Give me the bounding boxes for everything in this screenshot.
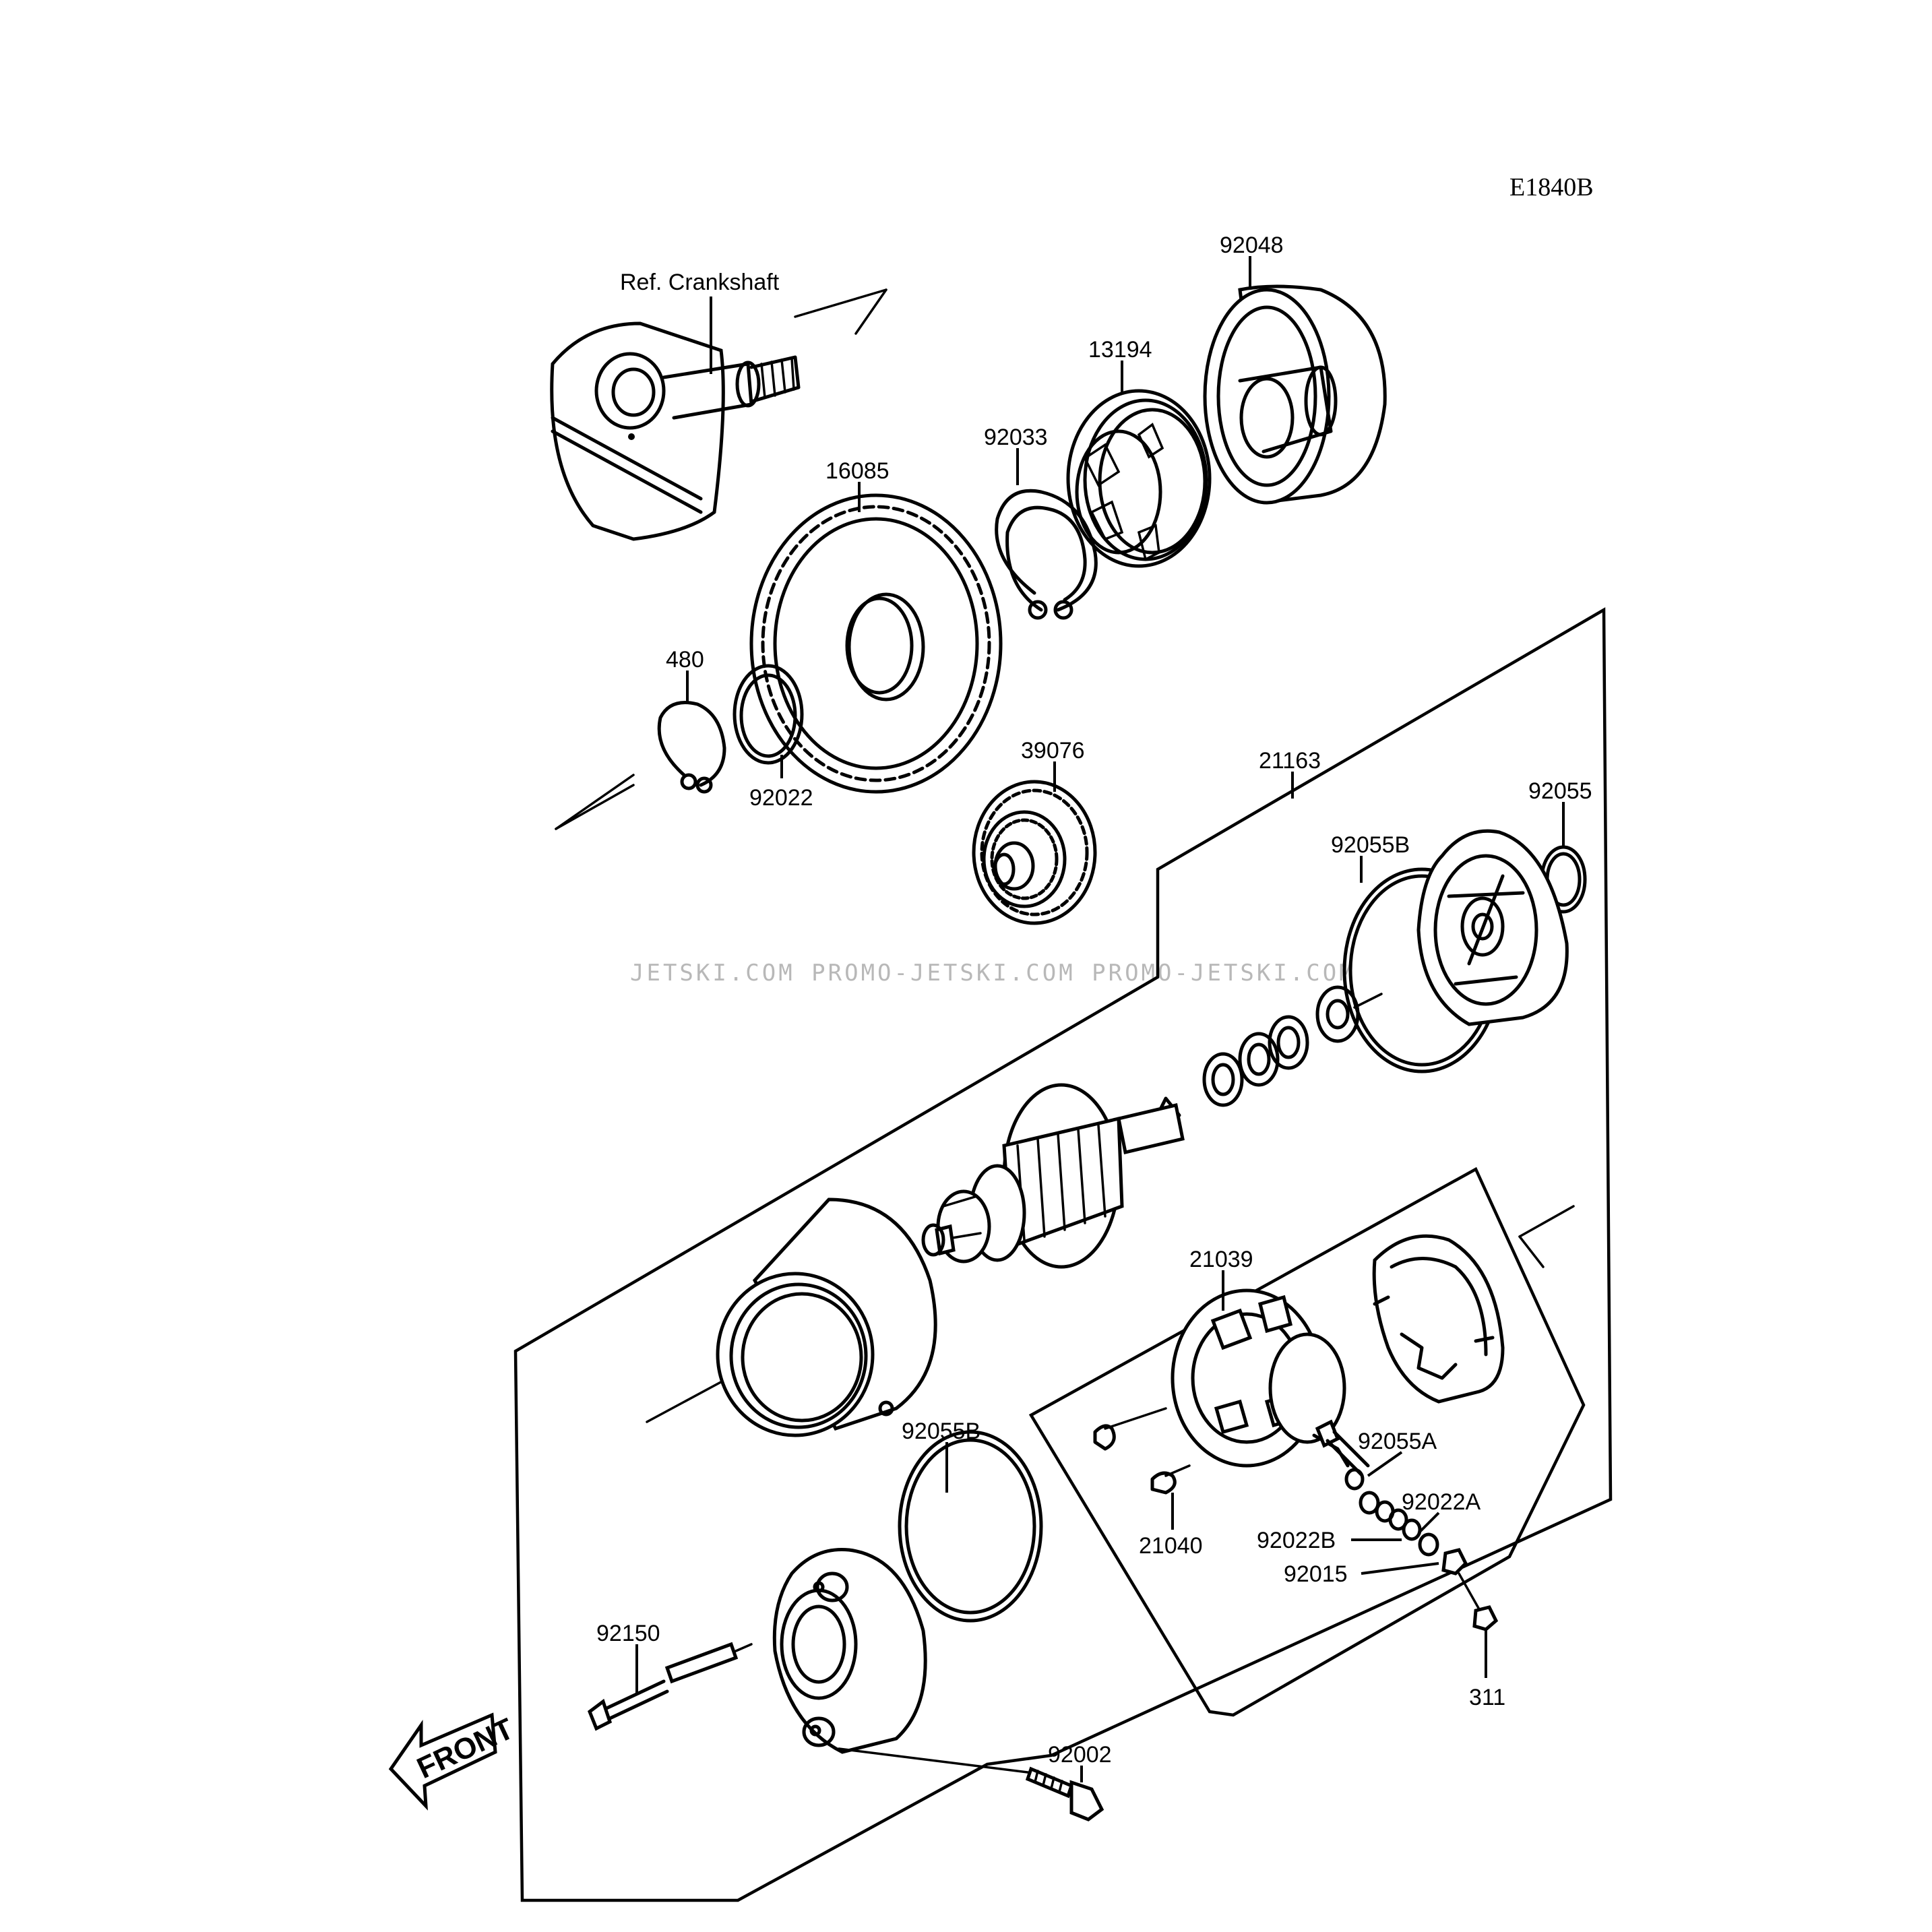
front-label: FRONT [412, 1712, 519, 1786]
bolt-92002-part [838, 1747, 1104, 1821]
label-311: 311 [1469, 1685, 1505, 1710]
gear-39076-part [972, 780, 1097, 925]
circlip-92033-part [995, 489, 1098, 620]
label-92055: 92055 [1528, 778, 1592, 804]
label-92150: 92150 [596, 1621, 660, 1646]
label-21039: 21039 [1189, 1247, 1253, 1272]
front-cover-part [1416, 829, 1569, 1026]
label-92048: 92048 [1220, 232, 1284, 258]
rotor-92048-part [1203, 284, 1387, 505]
gear-16085-part [749, 493, 1003, 794]
label-21040: 21040 [1139, 1533, 1203, 1559]
brush-plate-part [1372, 1234, 1505, 1404]
front-arrow: FRONT [388, 1712, 519, 1811]
diagram-code: E1840B [1509, 173, 1594, 201]
crankshaft-part [550, 321, 801, 541]
label-92055B-bottom: 92055B [902, 1419, 980, 1444]
label-92055B-top: 92055B [1331, 832, 1410, 858]
label-16085: 16085 [825, 458, 890, 484]
label-13194: 13194 [1088, 337, 1152, 363]
axis-guides [555, 288, 1575, 1423]
label-92002: 92002 [1048, 1742, 1112, 1768]
oring-92055B-bottom-part [898, 1430, 1043, 1623]
label-92022A: 92022A [1402, 1489, 1481, 1515]
label-21163: 21163 [1259, 748, 1321, 774]
label-480: 480 [666, 647, 704, 673]
bolt-92150-part [587, 1642, 753, 1731]
thrust-washers-part [1202, 985, 1383, 1107]
yoke-housing-part [716, 1197, 937, 1437]
label-92055A: 92055A [1358, 1429, 1437, 1454]
label-92022: 92022 [749, 785, 813, 811]
starter-assembly-frame [513, 607, 1613, 1902]
label-92015: 92015 [1284, 1561, 1348, 1587]
armature-part [921, 1083, 1185, 1269]
end-cover-part [772, 1547, 927, 1754]
brush-assembly-frame [1028, 1166, 1586, 1717]
clutch-13194-part [1066, 389, 1212, 568]
label-39076: 39076 [1021, 738, 1085, 764]
label-ref-crankshaft: Ref. Crankshaft [620, 270, 780, 295]
circlip-480-part [657, 701, 726, 794]
label-92033: 92033 [984, 425, 1048, 450]
brush-holder-21039-part [1171, 1288, 1350, 1468]
watermark-text: JETSKI.COM PROMO-JETSKI.COM PROMO-JETSKI… [630, 960, 1356, 987]
washer-92022-part [733, 664, 804, 765]
brush-spring-21040-part [1093, 1407, 1191, 1495]
label-92022B: 92022B [1257, 1528, 1336, 1553]
washer-stack-part [1344, 1468, 1499, 1631]
